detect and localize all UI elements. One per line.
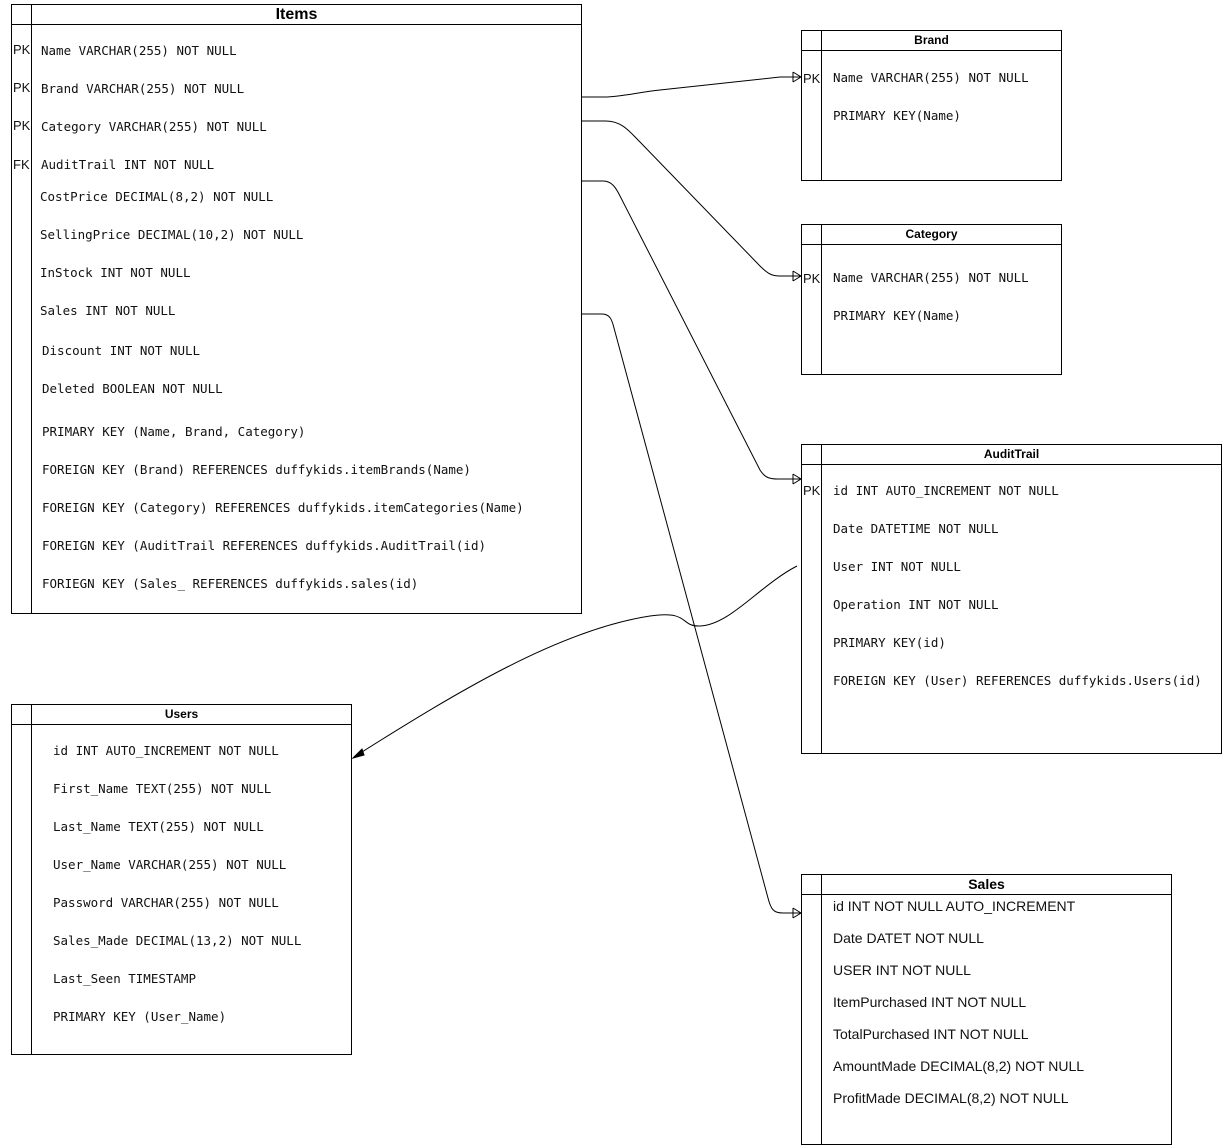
- items-field-row: Name VARCHAR(255) NOT NULL: [41, 43, 237, 58]
- link-items-category: [581, 120, 801, 277]
- link-items-brand: [581, 76, 801, 98]
- items-field-row: AuditTrail INT NOT NULL: [41, 157, 215, 172]
- audittrail-field-row: User INT NOT NULL: [833, 559, 961, 574]
- sales-field-row: ItemPurchased INT NOT NULL: [833, 994, 1027, 1010]
- items-field-row: Sales INT NOT NULL: [40, 303, 176, 318]
- link-items-sales: [581, 313, 801, 914]
- audittrail-constraint-row: PRIMARY KEY(id): [833, 635, 946, 650]
- users-field-row: Last_Seen TIMESTAMP: [53, 971, 196, 986]
- sales-table: Sales id INT NOT NULL AUTO_INCREMENT Dat…: [801, 874, 1172, 1145]
- brand-table: Brand PK Name VARCHAR(255) NOT NULL PRIM…: [801, 30, 1062, 181]
- audittrail-key-1: PK: [803, 483, 821, 498]
- items-table: Items PK PK PK FK Name VARCHAR(255) NOT …: [11, 4, 582, 614]
- items-key-4: FK: [13, 157, 30, 172]
- items-field-row: Brand VARCHAR(255) NOT NULL: [41, 81, 245, 96]
- users-field-row: User_Name VARCHAR(255) NOT NULL: [53, 857, 287, 872]
- arrowhead-users: [351, 748, 365, 759]
- users-table: Users id INT AUTO_INCREMENT NOT NULL Fir…: [11, 704, 352, 1055]
- items-constraint-row: PRIMARY KEY (Name, Brand, Category): [42, 424, 306, 439]
- sales-table-title: Sales: [802, 875, 1171, 895]
- items-table-title: Items: [12, 5, 581, 25]
- link-audittrail-users: [353, 565, 798, 758]
- items-constraint-row: FOREIGN KEY (Brand) REFERENCES duffykids…: [42, 462, 471, 477]
- brand-field-row: Name VARCHAR(255) NOT NULL: [833, 70, 1029, 85]
- users-field-row: First_Name TEXT(255) NOT NULL: [53, 781, 272, 796]
- sales-field-row: id INT NOT NULL AUTO_INCREMENT: [833, 898, 1076, 914]
- users-table-title: Users: [12, 705, 351, 725]
- items-key-3: PK: [13, 118, 31, 133]
- sales-field-row: AmountMade DECIMAL(8,2) NOT NULL: [833, 1058, 1085, 1074]
- sales-field-row: Date DATET NOT NULL: [833, 930, 984, 946]
- items-field-row: CostPrice DECIMAL(8,2) NOT NULL: [40, 189, 274, 204]
- link-items-audittrail: [581, 180, 801, 480]
- audittrail-field-row: id INT AUTO_INCREMENT NOT NULL: [833, 483, 1059, 498]
- items-field-row: InStock INT NOT NULL: [40, 265, 191, 280]
- users-field-row: Password VARCHAR(255) NOT NULL: [53, 895, 279, 910]
- brand-key-1: PK: [803, 71, 821, 86]
- category-table: Category PK Name VARCHAR(255) NOT NULL P…: [801, 224, 1062, 375]
- items-field-row: Deleted BOOLEAN NOT NULL: [42, 381, 223, 396]
- users-constraint-row: PRIMARY KEY (User_Name): [53, 1009, 227, 1024]
- users-field-row: id INT AUTO_INCREMENT NOT NULL: [53, 743, 279, 758]
- brand-constraint-row: PRIMARY KEY(Name): [833, 108, 961, 123]
- items-constraint-row: FOREIGN KEY (AuditTrail REFERENCES duffy…: [42, 538, 487, 553]
- items-key-2: PK: [13, 80, 31, 95]
- audittrail-field-row: Operation INT NOT NULL: [833, 597, 999, 612]
- users-field-row: Sales_Made DECIMAL(13,2) NOT NULL: [53, 933, 302, 948]
- audittrail-table-title: AuditTrail: [802, 445, 1221, 465]
- audittrail-constraint-row: FOREIGN KEY (User) REFERENCES duffykids.…: [833, 673, 1202, 688]
- items-field-row: Category VARCHAR(255) NOT NULL: [41, 119, 267, 134]
- items-field-row: Discount INT NOT NULL: [42, 343, 201, 358]
- items-field-row: SellingPrice DECIMAL(10,2) NOT NULL: [40, 227, 304, 242]
- brand-table-title: Brand: [802, 31, 1061, 51]
- sales-field-row: TotalPurchased INT NOT NULL: [833, 1026, 1029, 1042]
- users-field-row: Last_Name TEXT(255) NOT NULL: [53, 819, 264, 834]
- category-field-row: Name VARCHAR(255) NOT NULL: [833, 270, 1029, 285]
- items-constraint-row: FORIEGN KEY (Sales_ REFERENCES duffykids…: [42, 576, 419, 591]
- audittrail-field-row: Date DATETIME NOT NULL: [833, 521, 999, 536]
- sales-field-row: ProfitMade DECIMAL(8,2) NOT NULL: [833, 1090, 1069, 1106]
- items-constraint-row: FOREIGN KEY (Category) REFERENCES duffyk…: [42, 500, 524, 515]
- category-table-title: Category: [802, 225, 1061, 245]
- audittrail-table: AuditTrail PK id INT AUTO_INCREMENT NOT …: [801, 444, 1222, 754]
- items-key-1: PK: [13, 42, 31, 57]
- sales-field-row: USER INT NOT NULL: [833, 962, 971, 978]
- category-constraint-row: PRIMARY KEY(Name): [833, 308, 961, 323]
- category-key-1: PK: [803, 271, 821, 286]
